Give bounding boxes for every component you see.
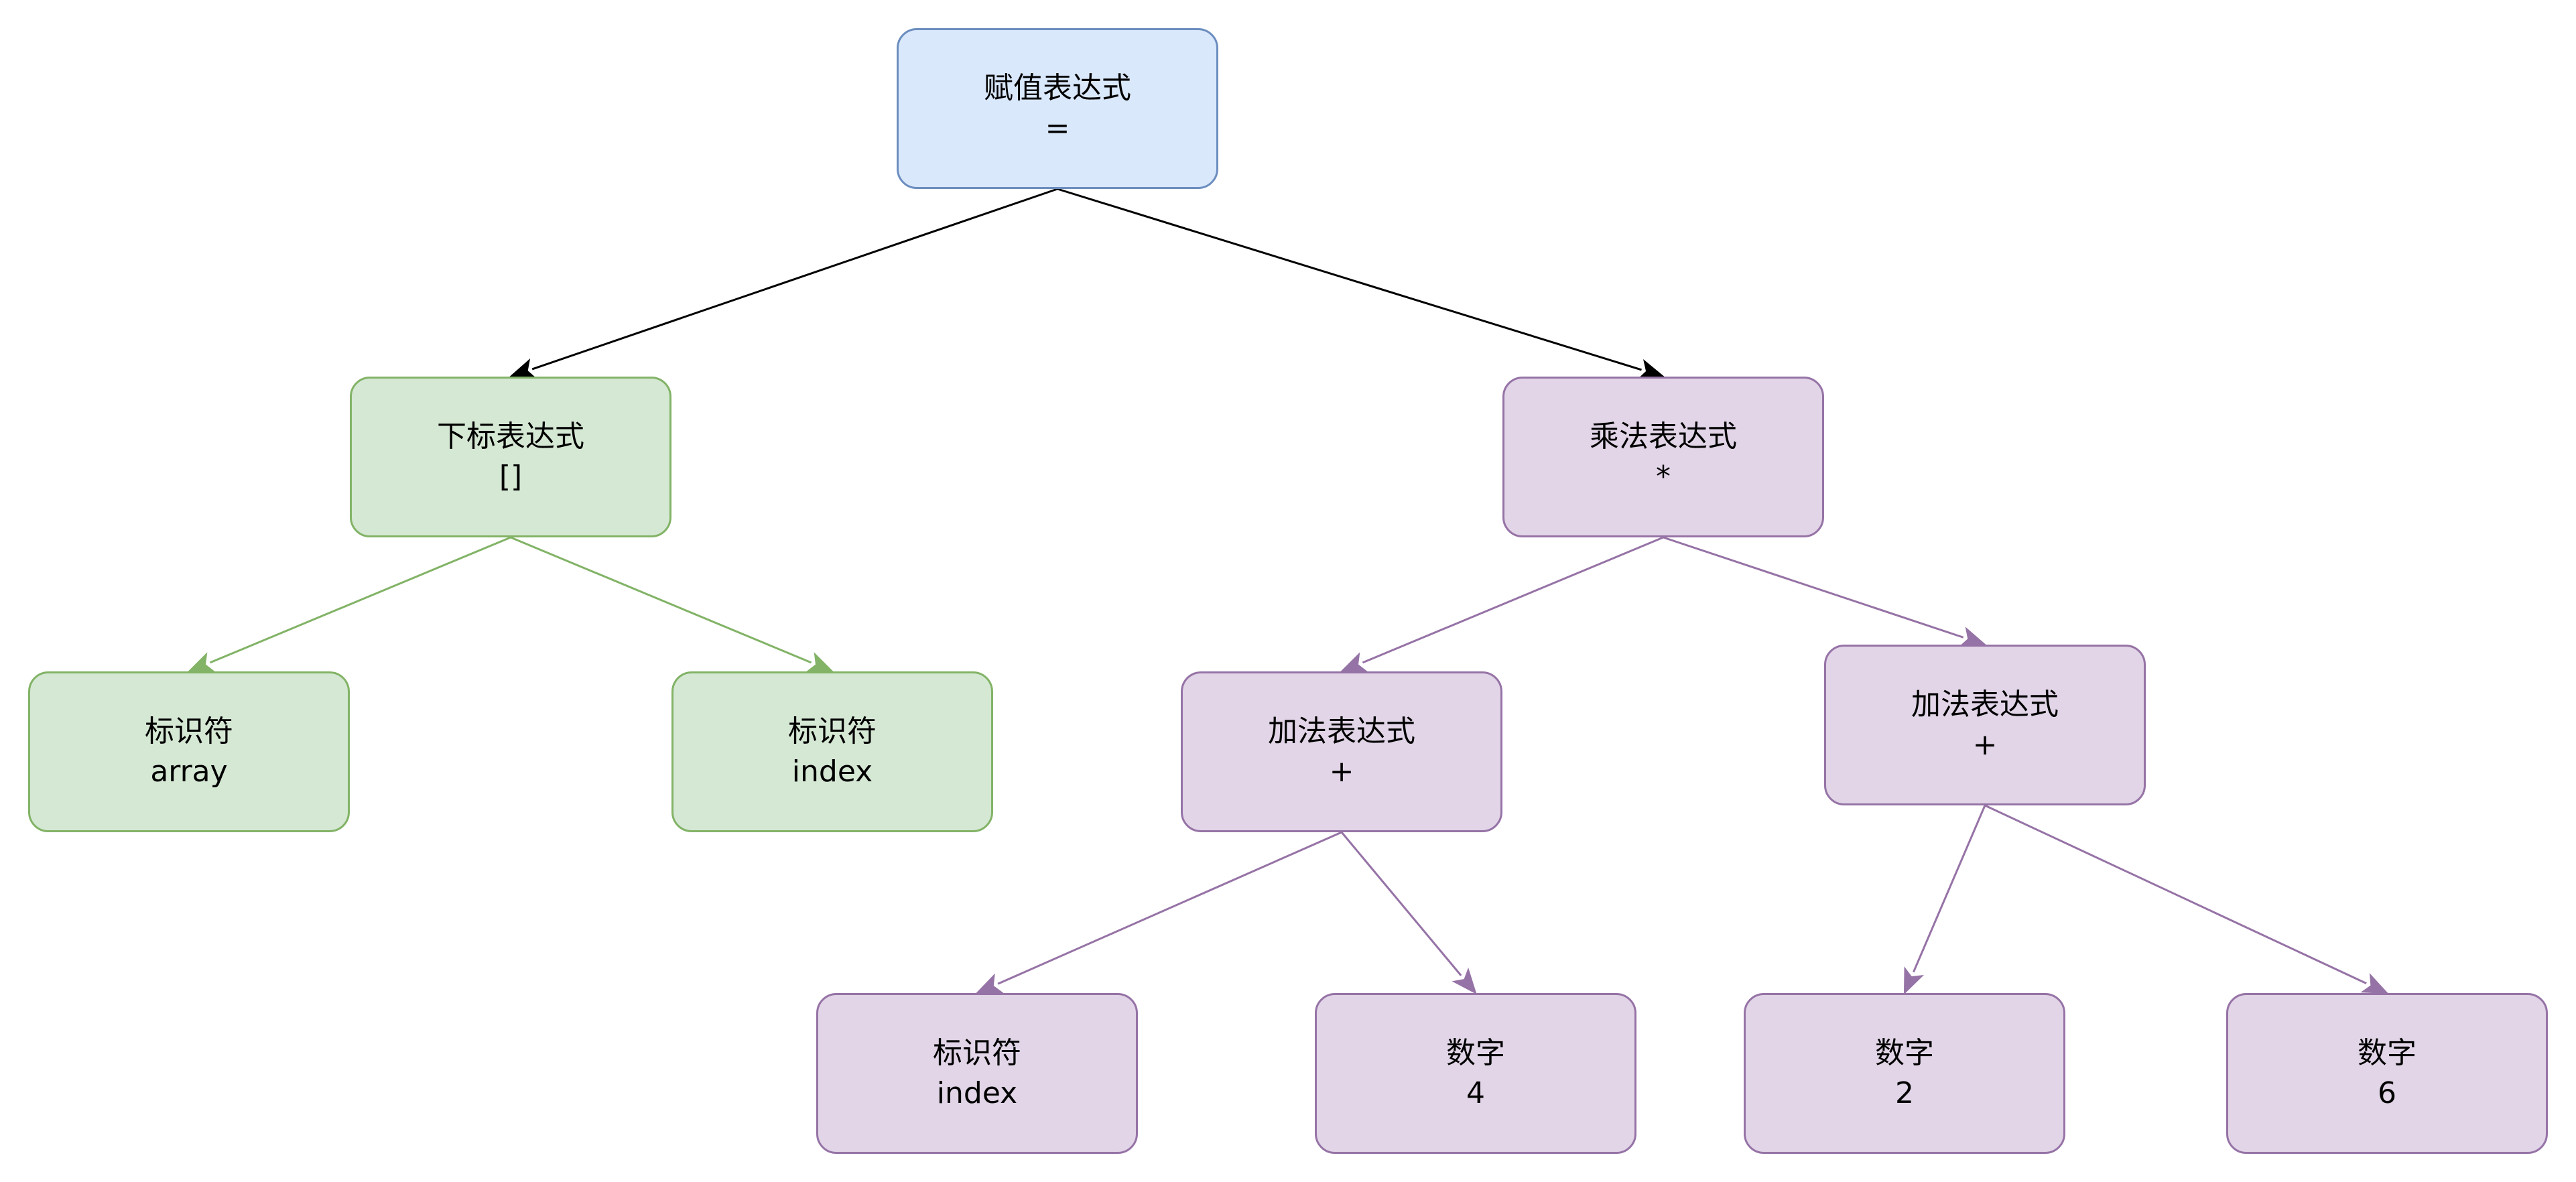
node-label: 赋值表达式	[984, 71, 1131, 105]
node-value: +	[1329, 754, 1354, 789]
edge-add_left-to-ident_index2	[997, 831, 1342, 985]
node-label: 数字	[1875, 1036, 1934, 1070]
edge-add_left-to-num4	[1340, 832, 1462, 976]
edge-subscript-to-ident_array	[209, 536, 511, 664]
edge-mult-to-add_left	[1362, 536, 1664, 664]
node-ident-array: 标识符 array	[28, 671, 350, 832]
node-label: 数字	[2358, 1036, 2417, 1070]
node-label: 加法表达式	[1268, 714, 1415, 748]
node-label: 乘法表达式	[1590, 419, 1737, 454]
edge-mult-to-add_right	[1663, 536, 1964, 639]
node-value: 2	[1895, 1076, 1914, 1110]
node-ident-index: 标识符 index	[671, 671, 993, 832]
node-label: 加法表达式	[1911, 687, 2059, 722]
edge-add_right-to-num2	[1913, 805, 1986, 973]
node-label: 标识符	[788, 714, 877, 748]
node-assign: 赋值表达式 =	[897, 28, 1218, 189]
edge-add_right-to-num6	[1984, 804, 2367, 984]
arrowhead-add_left-to-ident_index2	[975, 973, 1004, 994]
arrowhead-subscript-to-ident_index	[806, 652, 834, 673]
arrowhead-mult-to-add_left	[1340, 652, 1368, 673]
node-mult: 乘法表达式 *	[1502, 377, 1824, 537]
arrowhead-mult-to-add_right	[1958, 627, 1987, 647]
node-value: 6	[2378, 1076, 2396, 1110]
node-value: *	[1656, 460, 1671, 494]
edge-subscript-to-ident_index	[510, 536, 812, 664]
edge-assign-to-mult	[1057, 188, 1642, 371]
node-label: 标识符	[933, 1036, 1021, 1070]
edge-assign-to-subscript	[531, 188, 1058, 371]
node-value: 4	[1466, 1076, 1485, 1110]
node-value: +	[1972, 728, 1998, 762]
arrowhead-add_right-to-num6	[2360, 973, 2389, 994]
node-value: index	[791, 754, 873, 789]
node-add-right: 加法表达式 +	[1824, 645, 2146, 805]
node-number-2: 数字 2	[1744, 993, 2065, 1154]
node-value: index	[936, 1076, 1018, 1110]
arrowhead-assign-to-subscript	[509, 358, 537, 379]
node-value: []	[499, 460, 523, 494]
arrowhead-add_left-to-num4	[1452, 967, 1477, 995]
node-label: 标识符	[145, 714, 233, 748]
node-label: 下标表达式	[437, 419, 584, 454]
node-label: 数字	[1446, 1036, 1505, 1070]
arrowhead-subscript-to-ident_array	[187, 652, 216, 673]
node-value: =	[1045, 111, 1070, 145]
node-add-left: 加法表达式 +	[1181, 671, 1502, 832]
node-number-4: 数字 4	[1315, 993, 1636, 1154]
arrowhead-add_right-to-num2	[1903, 966, 1925, 995]
node-number-6: 数字 6	[2226, 993, 2548, 1154]
node-subscript: 下标表达式 []	[350, 377, 671, 537]
node-ident-index-2: 标识符 index	[816, 993, 1138, 1154]
node-value: array	[150, 754, 228, 789]
